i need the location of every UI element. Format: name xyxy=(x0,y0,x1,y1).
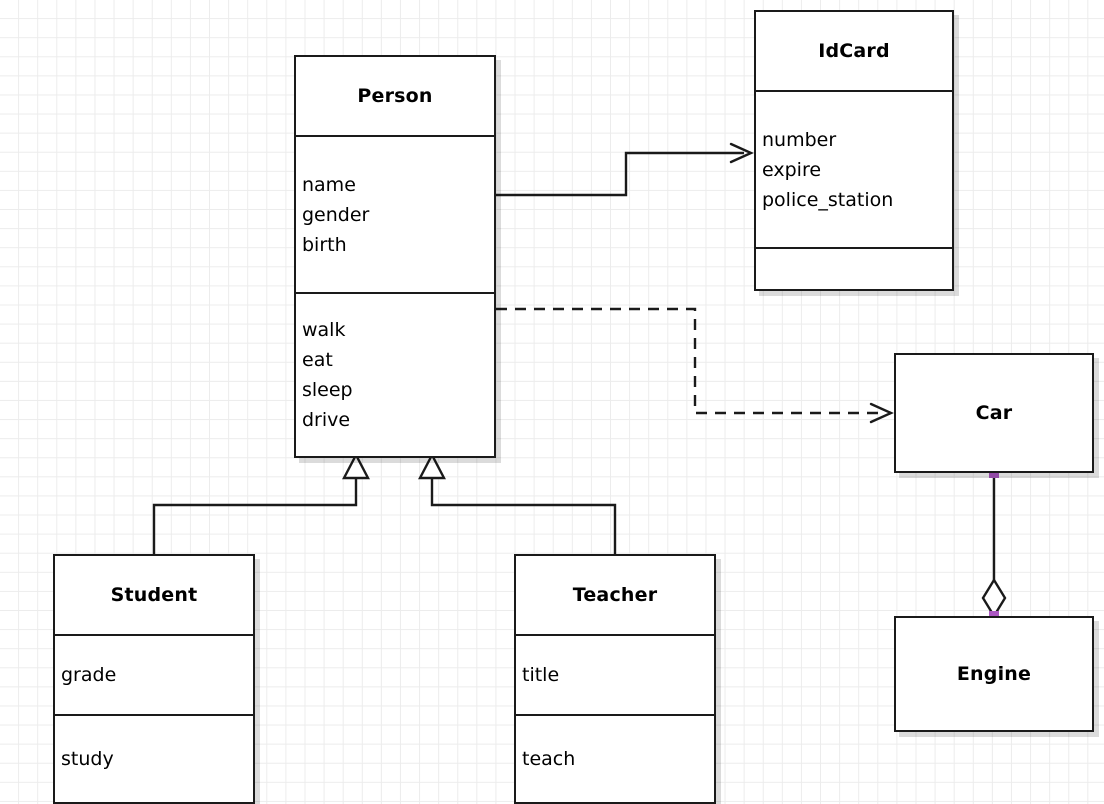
class-operations-compartment: teach xyxy=(516,714,714,802)
class-attribute: gender xyxy=(302,203,370,226)
class-box-idcard[interactable]: IdCard number expire police_station xyxy=(754,10,954,291)
hollow-triangle-arrowhead-icon xyxy=(342,452,370,480)
class-operation: sleep xyxy=(302,379,353,401)
class-attributes-compartment: number expire police_station xyxy=(756,90,952,247)
class-attribute: expire xyxy=(762,158,822,181)
class-attribute: number xyxy=(762,128,837,151)
class-attributes-compartment: name gender birth xyxy=(296,135,494,292)
connector-endpoint-handle-car[interactable] xyxy=(989,468,999,478)
class-attribute: name xyxy=(302,173,356,196)
class-operations-compartment: walk eat sleep drive xyxy=(296,292,494,456)
connector-person-idcard[interactable] xyxy=(496,142,754,197)
class-box-engine[interactable]: Engine xyxy=(894,616,1094,732)
class-attribute: grade xyxy=(61,664,117,686)
class-box-car[interactable]: Car xyxy=(894,353,1094,473)
class-box-teacher[interactable]: Teacher title teach xyxy=(514,554,716,804)
connector-student-person[interactable] xyxy=(152,452,370,554)
class-title-compartment: Teacher xyxy=(516,556,714,634)
class-operations-compartment: study xyxy=(55,714,253,802)
class-title-compartment: Student xyxy=(55,556,253,634)
connector-car-engine[interactable] xyxy=(981,473,1007,619)
class-name-engine: Engine xyxy=(956,663,1032,685)
connector-person-car[interactable] xyxy=(496,307,894,424)
class-title-compartment: IdCard xyxy=(756,12,952,90)
class-attributes-compartment: grade xyxy=(55,634,253,714)
class-title-compartment: Engine xyxy=(896,618,1092,730)
hollow-triangle-arrowhead-icon xyxy=(418,452,446,480)
class-operation: walk xyxy=(302,319,346,341)
class-name-person: Person xyxy=(357,85,433,107)
class-operations-compartment xyxy=(756,247,952,289)
class-name-student: Student xyxy=(110,584,198,606)
class-attributes-compartment: title xyxy=(516,634,714,714)
class-operation: study xyxy=(61,748,114,770)
class-name-teacher: Teacher xyxy=(572,584,658,606)
open-arrowhead-icon xyxy=(729,142,754,164)
class-title-compartment: Car xyxy=(896,355,1092,471)
class-operation: drive xyxy=(302,409,351,431)
class-box-student[interactable]: Student grade study xyxy=(53,554,255,804)
class-attribute: police_station xyxy=(762,188,894,211)
class-name-car: Car xyxy=(975,402,1013,424)
class-box-person[interactable]: Person name gender birth walk eat sleep … xyxy=(294,55,496,458)
class-title-compartment: Person xyxy=(296,57,494,135)
class-attribute: birth xyxy=(302,233,347,256)
class-operation: teach xyxy=(522,748,576,770)
class-name-idcard: IdCard xyxy=(818,40,890,62)
open-arrowhead-icon xyxy=(869,402,894,424)
class-attribute: title xyxy=(522,664,560,686)
class-operation: eat xyxy=(302,349,333,371)
connector-teacher-person[interactable] xyxy=(418,452,617,554)
